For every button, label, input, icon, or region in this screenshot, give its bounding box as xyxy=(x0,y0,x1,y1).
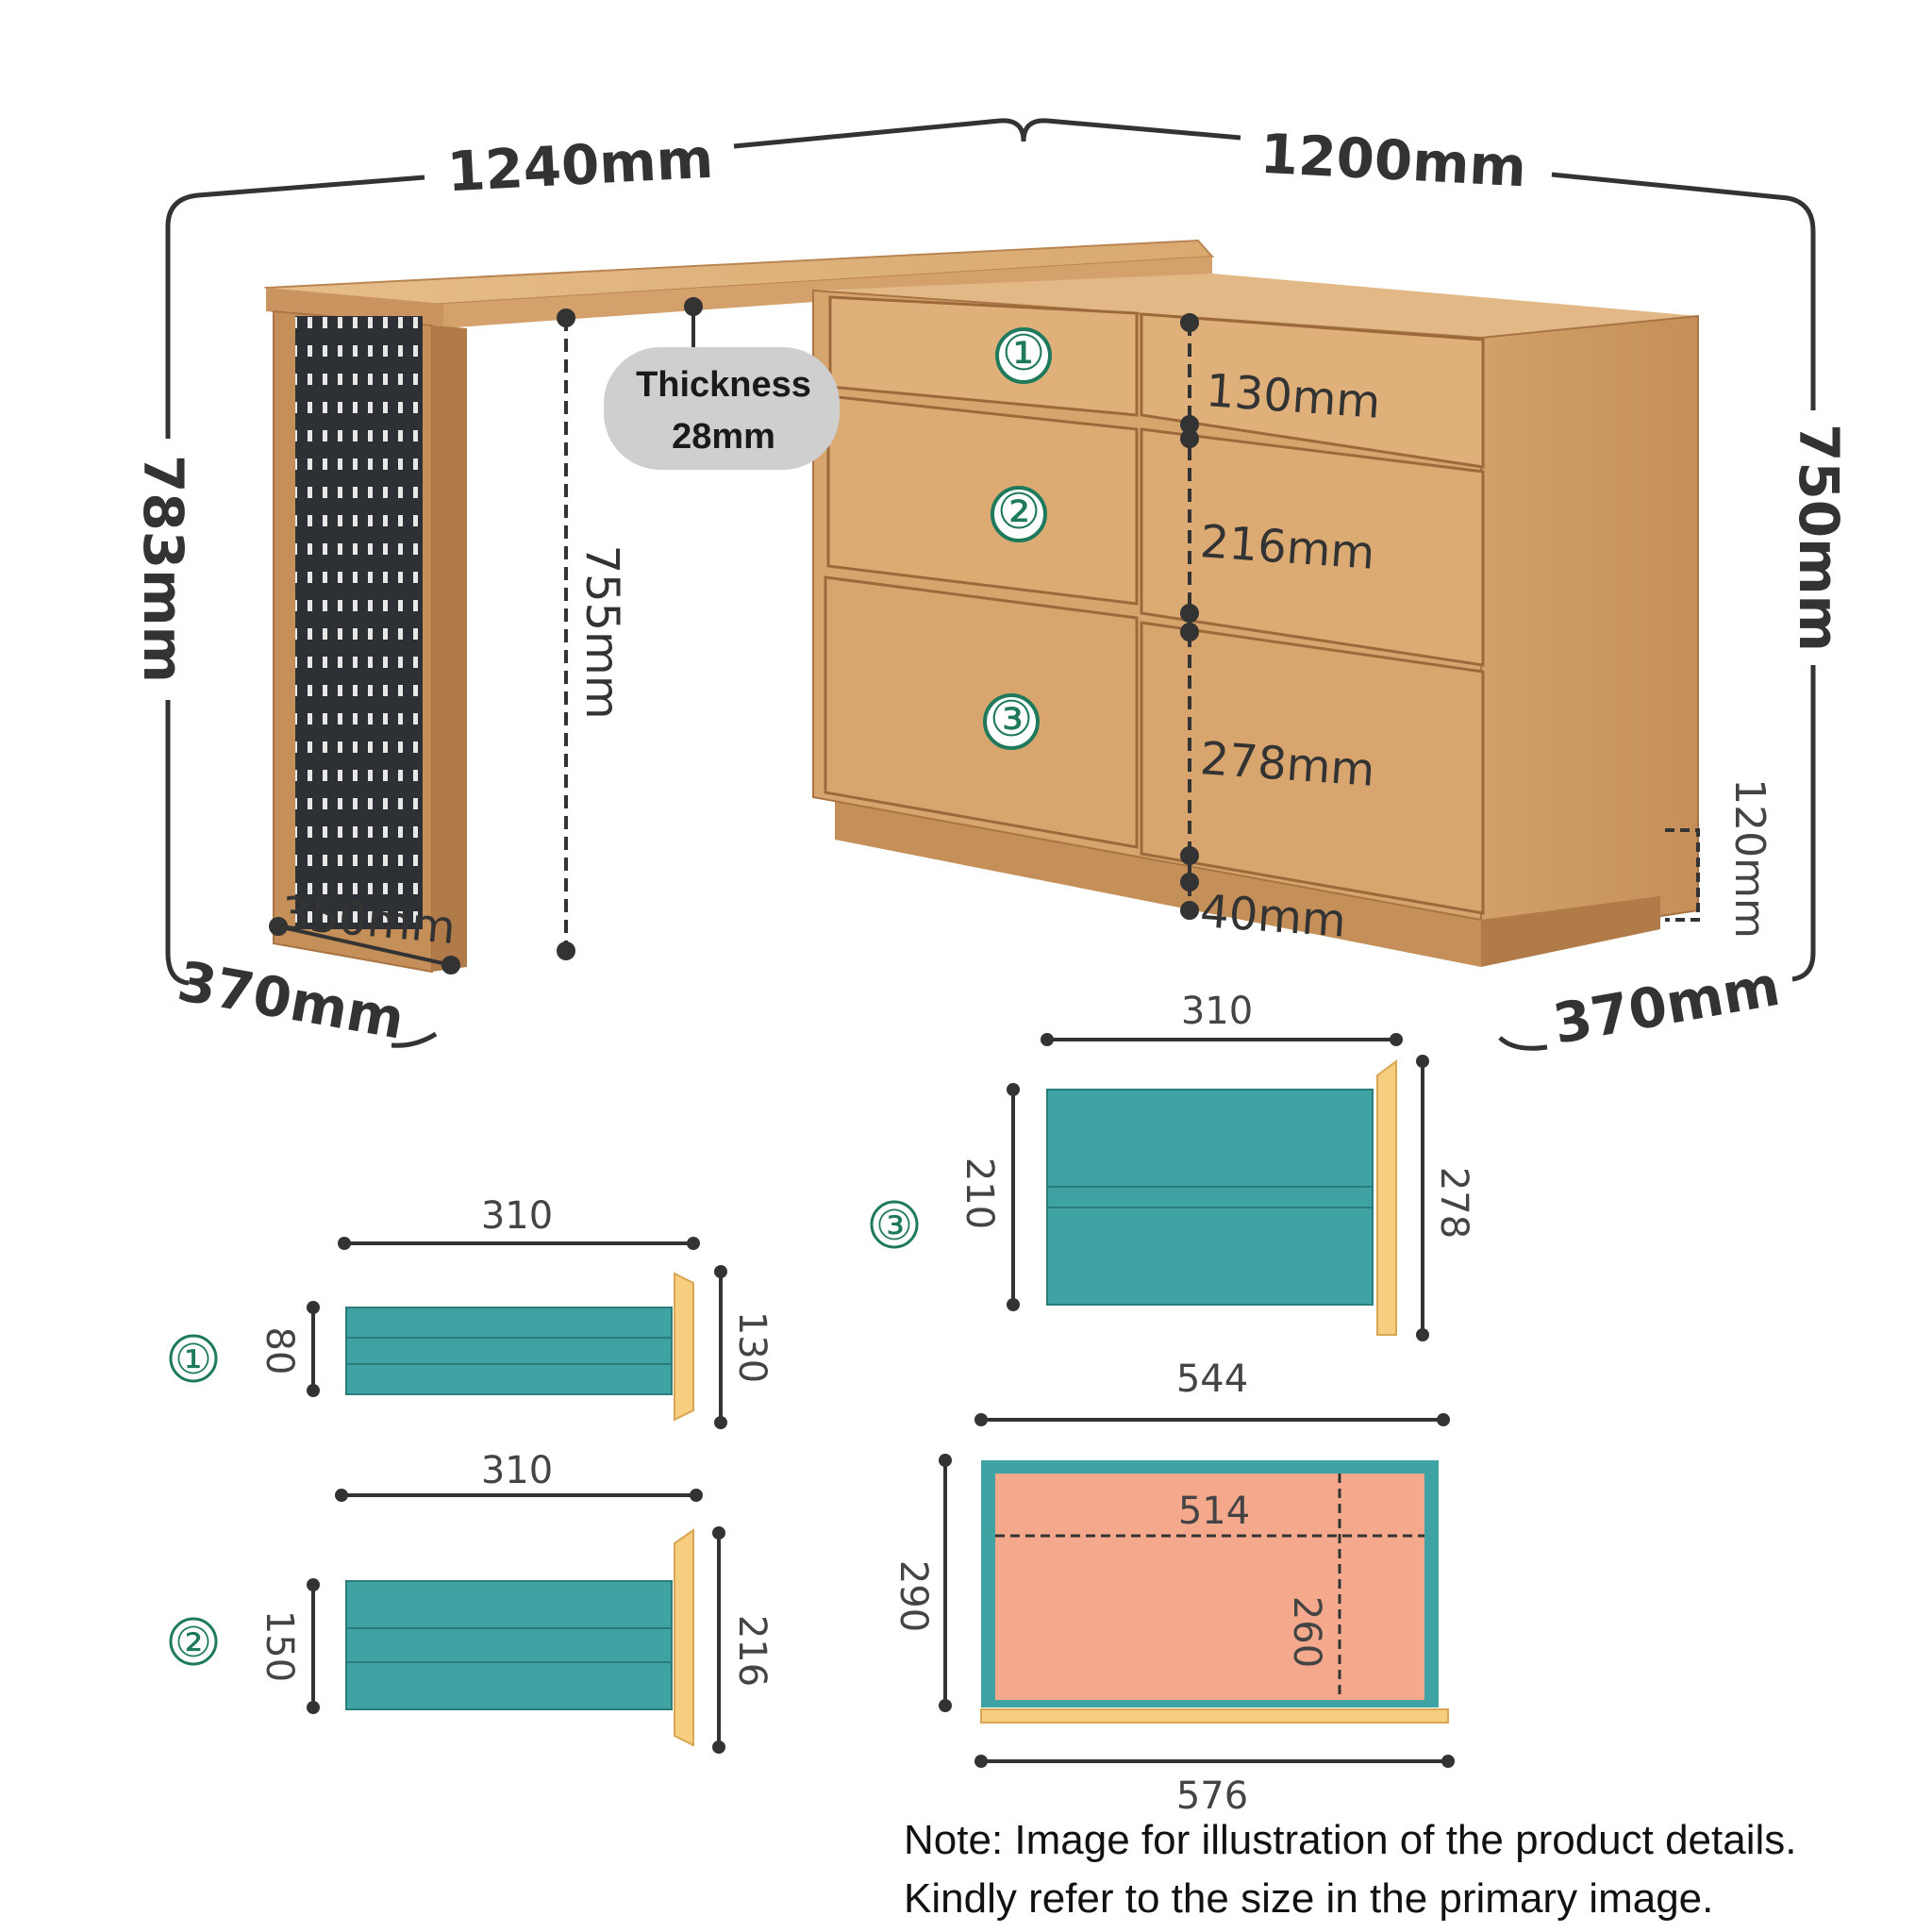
top-view-inner-width: 544 xyxy=(1176,1357,1248,1401)
drawer-3-marker: ③ xyxy=(875,1202,912,1250)
drawer-height-4-label: 40mm xyxy=(1198,885,1347,948)
knee-height-label: 755mm xyxy=(575,544,628,719)
drawer-1-section: ① 310 80 130 xyxy=(169,1194,774,1429)
drawer-2-section: ② 310 150 216 xyxy=(169,1449,774,1754)
note-line-2: Kindly refer to the size in the primary … xyxy=(904,1875,1714,1922)
overall-dimension-lines xyxy=(165,118,1816,1051)
drawer-1-front: 130 xyxy=(730,1311,774,1383)
drawer-height-1-label: 130mm xyxy=(1204,364,1382,429)
top-view-outer-width: 576 xyxy=(1176,1774,1248,1818)
desk-length-label: 1240mm xyxy=(445,126,714,205)
cabinet-length-label: 1200mm xyxy=(1258,122,1527,200)
drawer-row-1 xyxy=(828,295,1485,469)
drawer-markers: ① ② ③ xyxy=(983,325,1052,750)
plinth-height-label: 120mm xyxy=(1725,778,1774,939)
drawer-3-section: ③ 310 210 278 xyxy=(870,990,1475,1341)
drawer-1-inner: 80 xyxy=(258,1327,301,1375)
desk-height-label: 783mm xyxy=(131,455,195,683)
top-view-usable-width: 514 xyxy=(1178,1490,1250,1533)
drawer-2-width: 310 xyxy=(481,1449,553,1492)
drawer-3-inner: 210 xyxy=(958,1158,1001,1229)
note-line-1: Note: Image for illustration of the prod… xyxy=(904,1817,1797,1863)
drawer-marker-1: ① xyxy=(1002,325,1046,382)
drawer-height-2-label: 216mm xyxy=(1198,515,1376,580)
drawer-1-marker: ① xyxy=(175,1336,211,1384)
drawer-1-width: 310 xyxy=(481,1194,553,1238)
drawer-3-width: 310 xyxy=(1181,990,1253,1033)
desk-depth-label: 370mm xyxy=(173,949,408,1052)
drawer-3-front: 278 xyxy=(1432,1167,1475,1239)
drawer-2-inner: 150 xyxy=(258,1610,301,1682)
thickness-label: Thickness xyxy=(636,365,811,405)
thickness-callout: Thickness 28mm xyxy=(604,347,840,470)
drawer-cabinet xyxy=(812,274,1699,967)
cabinet-depth-label: 370mm xyxy=(1548,954,1784,1057)
drawer-height-3-label: 278mm xyxy=(1198,732,1376,797)
drawer-top-view: 544 514 260 290 576 xyxy=(891,1357,1455,1818)
cabinet-height-label: 750mm xyxy=(1787,424,1851,652)
drawer-2-marker: ② xyxy=(175,1619,211,1667)
drawer-row-3 xyxy=(824,575,1485,915)
drawer-row-2 xyxy=(826,394,1485,667)
drawer-marker-3: ③ xyxy=(990,691,1034,748)
top-view-usable-depth: 260 xyxy=(1285,1596,1328,1668)
top-view-depth: 290 xyxy=(891,1560,935,1632)
pegboard-panel xyxy=(295,316,423,929)
drawer-2-front: 216 xyxy=(730,1615,774,1687)
thickness-value: 28mm xyxy=(672,417,775,457)
drawer-marker-2: ② xyxy=(997,484,1041,541)
interior-dimension-markers xyxy=(269,297,1700,974)
